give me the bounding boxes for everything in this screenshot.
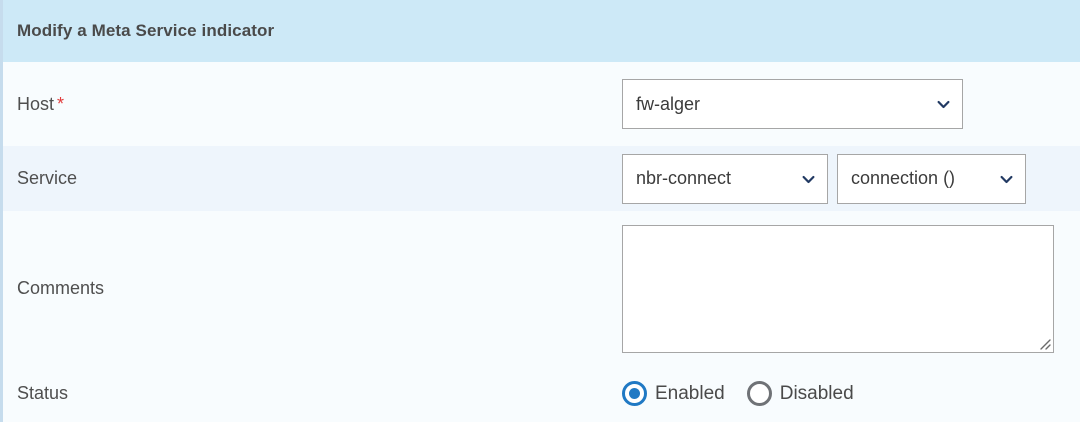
- host-select-value: fw-alger: [636, 93, 701, 114]
- comments-control: [622, 224, 1066, 353]
- form-row-status: Status Enabled Disabled: [3, 366, 1080, 421]
- page-title: Modify a Meta Service indicator: [17, 21, 275, 40]
- status-option-disabled[interactable]: Disabled: [746, 381, 854, 406]
- status-label: Status: [17, 383, 622, 404]
- status-radio-group: Enabled Disabled: [622, 381, 876, 406]
- status-control: Enabled Disabled: [622, 381, 1066, 406]
- status-label-text: Status: [17, 383, 69, 403]
- service-select-value: nbr-connect: [636, 168, 732, 188]
- service-label: Service: [17, 168, 622, 189]
- host-control: fw-alger: [622, 79, 1066, 129]
- metric-select[interactable]: connection (): [837, 153, 1026, 204]
- status-option-enabled[interactable]: Enabled: [622, 381, 725, 406]
- status-option-disabled-label: Disabled: [779, 382, 854, 404]
- service-select[interactable]: nbr-connect: [622, 153, 828, 204]
- host-label-text: Host: [17, 93, 55, 114]
- host-select[interactable]: fw-alger: [622, 79, 963, 129]
- chevron-down-icon: [1000, 173, 1013, 186]
- service-control: nbr-connect connection (): [622, 153, 1066, 204]
- chevron-down-icon: [937, 98, 950, 111]
- required-asterisk: *: [57, 93, 65, 114]
- radio-unselected-icon[interactable]: [746, 381, 772, 406]
- service-label-text: Service: [17, 168, 78, 188]
- form-row-comments: Comments: [3, 211, 1080, 366]
- host-label: Host*: [17, 94, 622, 115]
- form-row-service: Service nbr-connect connection (): [3, 146, 1080, 211]
- radio-selected-icon[interactable]: [622, 381, 647, 406]
- comments-box: [622, 224, 1054, 353]
- form-row-host: Host* fw-alger: [3, 62, 1080, 146]
- comments-textarea[interactable]: [623, 225, 1053, 352]
- comments-label-text: Comments: [17, 278, 105, 298]
- status-option-enabled-label: Enabled: [655, 382, 725, 404]
- chevron-down-icon: [802, 173, 815, 186]
- metric-select-value: connection (): [851, 168, 956, 188]
- panel-header: Modify a Meta Service indicator: [3, 0, 1080, 62]
- comments-label: Comments: [17, 278, 622, 299]
